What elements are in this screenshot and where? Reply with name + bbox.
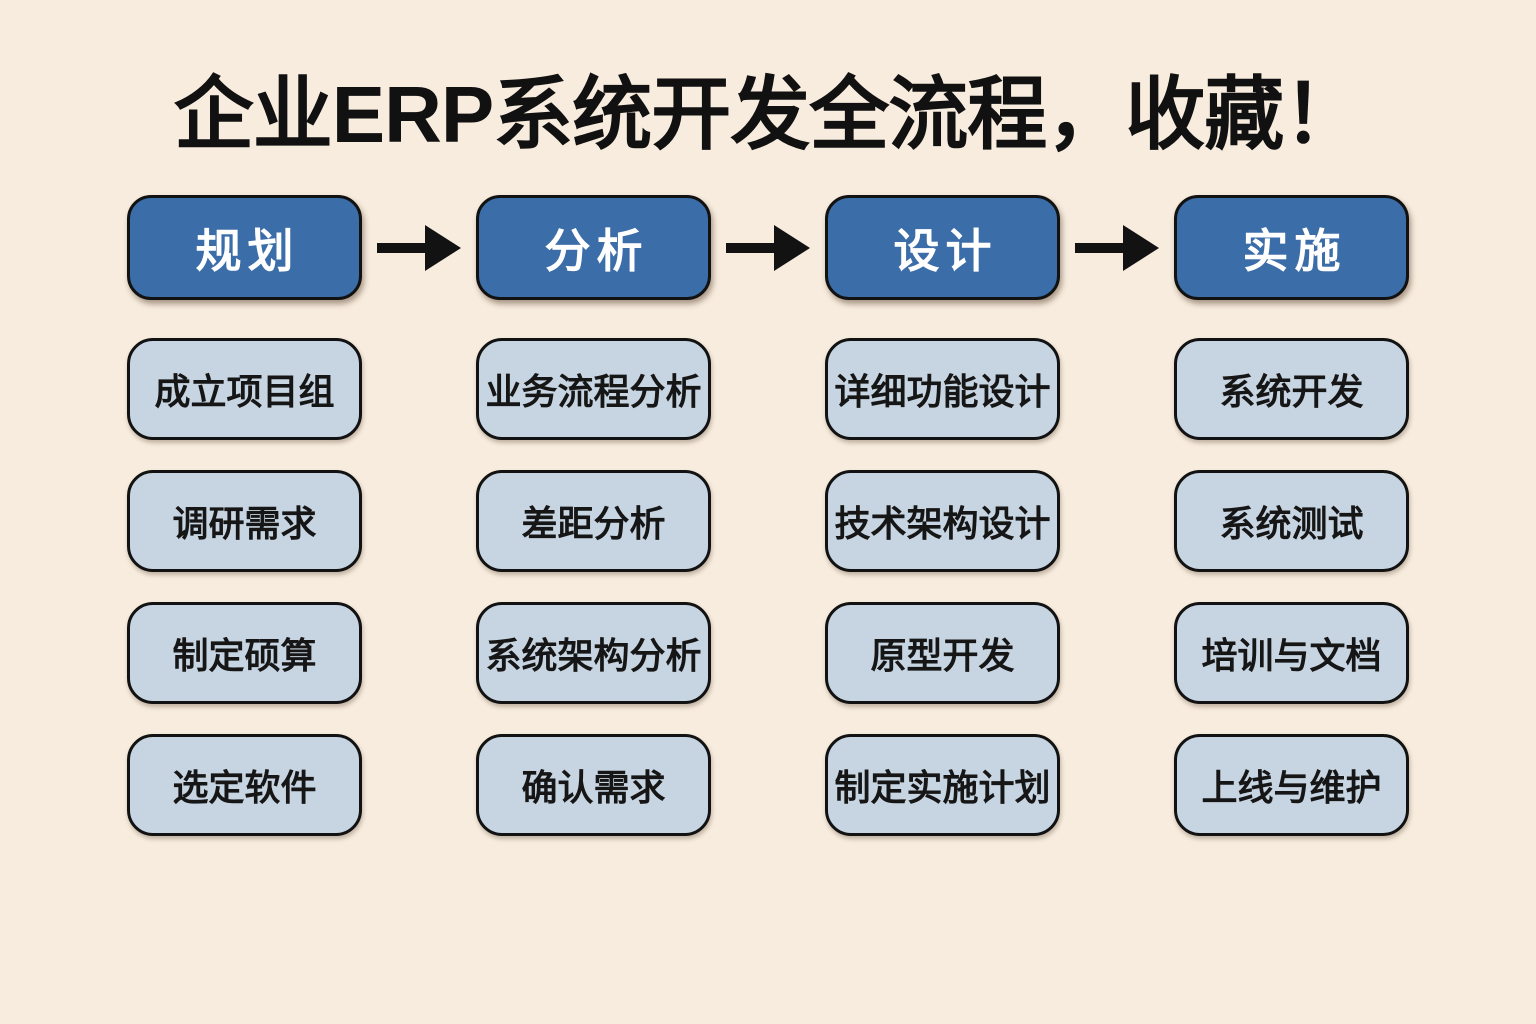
stage-header-planning: 规划	[127, 195, 362, 300]
right-arrow-icon	[726, 224, 810, 271]
stage-header-implementation: 实施	[1174, 195, 1409, 300]
step-box: 技术架构设计	[825, 470, 1060, 572]
stage-header-analysis: 分析	[476, 195, 711, 300]
process-flow: 规划 分析 设计 实施	[127, 195, 1409, 836]
step-box: 确认需求	[476, 734, 711, 836]
step-box: 系统开发	[1174, 338, 1409, 440]
step-box: 系统测试	[1174, 470, 1409, 572]
page-title: 企业ERP系统开发全流程，收藏！	[173, 70, 1364, 159]
step-box: 培训与文档	[1174, 602, 1409, 704]
right-arrow-icon	[377, 224, 461, 271]
stage-header-design: 设计	[825, 195, 1060, 300]
step-box: 选定软件	[127, 734, 362, 836]
steps-column-implementation: 系统开发 系统测试 培训与文档 上线与维护	[1174, 338, 1409, 836]
right-arrow-icon	[1075, 224, 1159, 271]
stage-header-row: 规划 分析 设计 实施	[127, 195, 1409, 300]
steps-column-planning: 成立项目组 调研需求 制定硕算 选定软件	[127, 338, 362, 836]
step-box: 制定硕算	[127, 602, 362, 704]
step-box: 业务流程分析	[476, 338, 711, 440]
steps-column-design: 详细功能设计 技术架构设计 原型开发 制定实施计划	[825, 338, 1060, 836]
step-box: 差距分析	[476, 470, 711, 572]
steps-column-analysis: 业务流程分析 差距分析 系统架构分析 确认需求	[476, 338, 711, 836]
steps-grid: 成立项目组 调研需求 制定硕算 选定软件 业务流程分析 差距分析 系统架构分析 …	[127, 338, 1409, 836]
step-box: 上线与维护	[1174, 734, 1409, 836]
step-box: 成立项目组	[127, 338, 362, 440]
step-box: 系统架构分析	[476, 602, 711, 704]
step-box: 详细功能设计	[825, 338, 1060, 440]
step-box: 调研需求	[127, 470, 362, 572]
flow-arrow-3	[1060, 224, 1174, 272]
flow-arrow-2	[711, 224, 825, 272]
step-box: 原型开发	[825, 602, 1060, 704]
flow-arrow-1	[362, 224, 476, 272]
step-box: 制定实施计划	[825, 734, 1060, 836]
